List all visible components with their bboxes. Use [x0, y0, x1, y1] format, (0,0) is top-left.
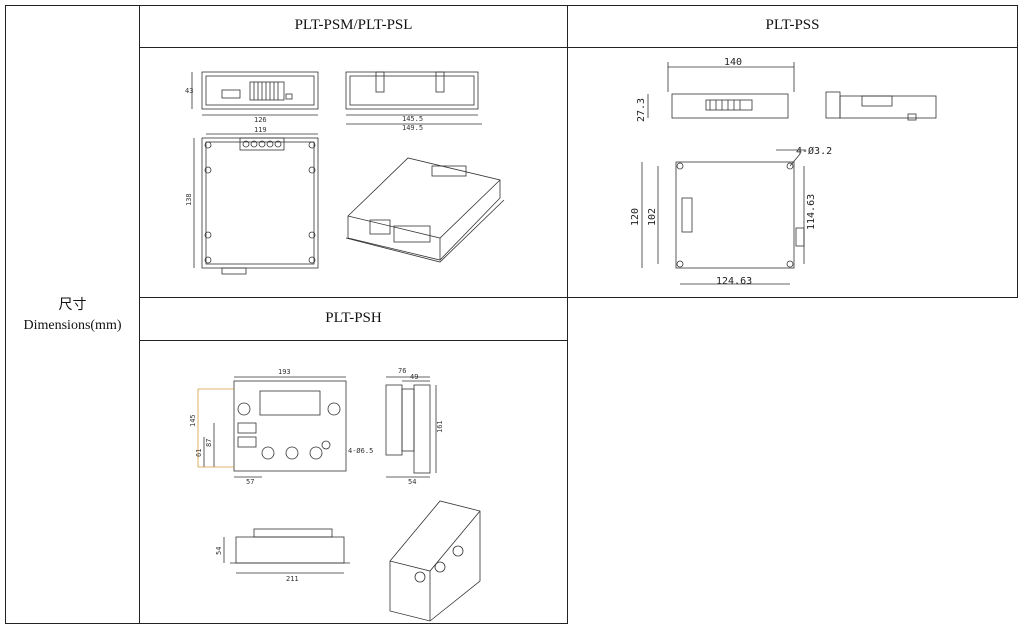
psm-dim-width-top: 126 — [254, 116, 267, 124]
table-border-left — [5, 5, 6, 624]
row-label: 尺寸 Dimensions(mm) — [6, 296, 139, 336]
psh-dim-side-bottom: 54 — [408, 478, 416, 486]
psm-dim-side-outer: 149.5 — [402, 124, 423, 132]
table-border-right — [1017, 5, 1018, 298]
col-divider-1 — [139, 5, 140, 624]
pss-dim-height: 27.3 — [636, 98, 647, 122]
table-border-top — [5, 5, 1018, 6]
psh-dim-bottom-left: 57 — [246, 478, 254, 486]
psm-dim-front-width: 119 — [254, 126, 267, 134]
psh-dim-total-h: 145 — [189, 414, 197, 427]
psh-dim-front-h: 54 — [215, 547, 223, 555]
row-label-zh: 尺寸 — [58, 298, 87, 313]
pss-dim-hole: 4-Ø3.2 — [796, 145, 832, 157]
pss-dim-hole-spacing-w: 124.63 — [716, 276, 752, 287]
header-psh: PLT-PSH — [325, 310, 382, 326]
row-divider — [139, 297, 1018, 298]
pss-dim-inner-h: 102 — [647, 208, 658, 226]
psh-drawing: 193 145 87 61 57 4-Ø6.5 76 49 161 54 54 … — [140, 341, 567, 623]
psh-dim-side-h: 161 — [436, 420, 444, 433]
row-label-en: Dimensions(mm) — [23, 318, 122, 333]
psm-psl-drawing: 43 126 145.5 149.5 119 138 — [140, 48, 567, 297]
header-pss: PLT-PSS — [765, 17, 820, 33]
psh-dim-front-w: 211 — [286, 575, 299, 583]
pss-dim-length: 140 — [724, 57, 742, 68]
header-row-divider — [139, 47, 1018, 48]
psh-header-divider — [139, 340, 568, 341]
psm-dim-side-inner: 145.5 — [402, 115, 423, 123]
col-divider-2 — [567, 5, 568, 624]
table-border-bottom — [5, 623, 568, 624]
psm-dim-front-height: 138 — [185, 193, 193, 206]
psh-dim-hole: 4-Ø6.5 — [348, 447, 373, 455]
pss-drawing: 140 27.3 4-Ø3.2 120 102 114.63 124.63 — [568, 48, 1017, 297]
psh-dim-side-w: 76 — [398, 367, 406, 375]
psh-dim-low-h: 61 — [195, 449, 203, 457]
psh-dim-mid-h: 87 — [205, 439, 213, 447]
header-psm-psl: PLT-PSM/PLT-PSL — [294, 17, 413, 33]
psh-dim-side-inner: 49 — [410, 373, 418, 381]
pss-dim-hole-spacing-h: 114.63 — [806, 194, 817, 230]
psm-dim-height: 43 — [185, 87, 193, 95]
psh-dim-top-width: 193 — [278, 368, 291, 376]
pss-dim-outer-h: 120 — [630, 208, 641, 226]
